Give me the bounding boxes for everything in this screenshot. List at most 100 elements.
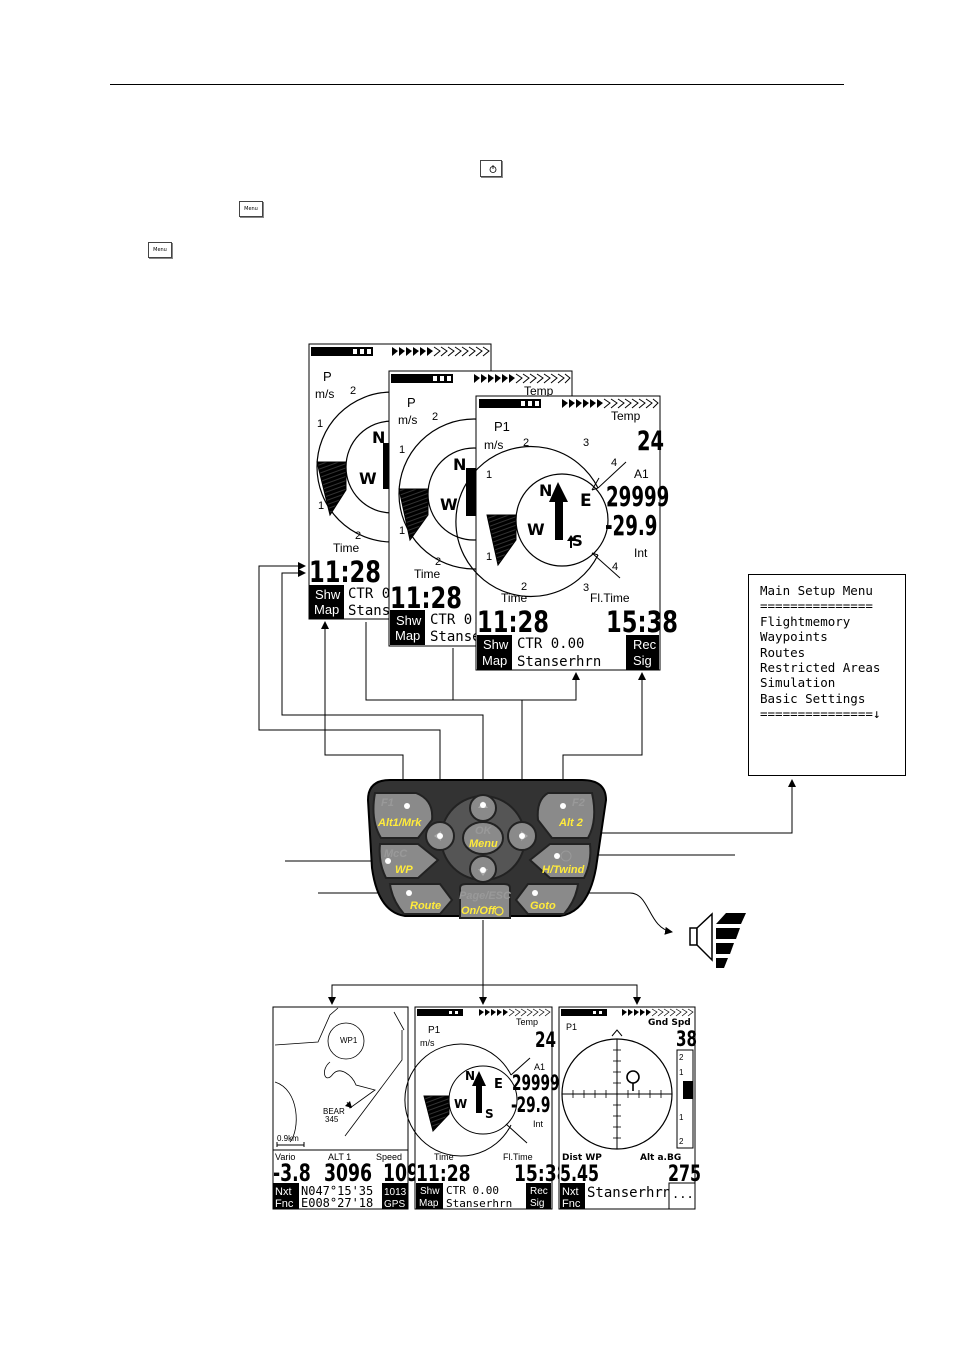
compass-n: N <box>453 455 466 474</box>
waypoint-label: WP1 <box>340 1036 358 1045</box>
f1-key[interactable]: F1 Alt1/Mrk <box>372 792 434 839</box>
wp-key[interactable]: McC WP <box>378 843 440 879</box>
nxt-label: Nxt <box>275 1186 292 1198</box>
hwind-key[interactable]: H/Twind <box>528 843 592 879</box>
bear-label: BEAR <box>323 1107 345 1116</box>
route-label: Route <box>410 900 441 912</box>
power-symbol-icon <box>494 906 504 916</box>
menu-rule-bottom: ===============↓ <box>760 706 881 722</box>
scale-label-2b: 2 <box>521 581 527 593</box>
unit-label: m/s <box>484 438 503 452</box>
rec-label: Rec <box>633 637 657 652</box>
menu-item-routes[interactable]: Routes <box>760 644 806 660</box>
keypad: F1 Alt1/Mrk F2 Alt 2 McC WP H/Twind Rout… <box>366 779 608 919</box>
menu-item-waypoints[interactable]: Waypoints <box>760 629 828 645</box>
menu-item-restricted-areas[interactable]: Restricted Areas <box>760 660 881 676</box>
scale-label-1: 1 <box>399 444 405 456</box>
temp-label: Temp <box>516 1017 538 1027</box>
unit-label: m/s <box>315 387 334 401</box>
scale-label: 0.9km <box>277 1134 299 1143</box>
f2-key[interactable]: F2 Alt 2 <box>536 792 596 839</box>
temp-value: 24 <box>535 1029 556 1053</box>
compass-s: S <box>572 532 583 550</box>
scale-label-4: 4 <box>611 457 617 469</box>
alt2-label: Alt 2 <box>558 817 583 829</box>
vario-value: -29.9 <box>605 509 657 542</box>
scale-label-3b: 3 <box>583 582 589 594</box>
menu-item-basic-settings[interactable]: Basic Settings <box>760 690 866 706</box>
dist-wp-value: 5.45 <box>560 1160 599 1186</box>
fltime-label: Fl.Time <box>590 591 630 605</box>
time-value: 11:28 <box>309 556 381 589</box>
map-label: Map <box>482 653 507 668</box>
profile-label: P <box>323 369 332 384</box>
route-key[interactable]: Route <box>388 883 454 915</box>
side-scale-2: 2 <box>679 1053 684 1062</box>
pressure-value: 1013 <box>384 1187 407 1198</box>
temp-label: Temp <box>611 409 641 423</box>
fltime-label: Fl.Time <box>503 1152 533 1162</box>
scale-label-2b: 2 <box>435 556 441 568</box>
menu-item-simulation[interactable]: Simulation <box>760 675 836 691</box>
time-label: Time <box>333 541 360 555</box>
altitude-value: 29999 <box>606 480 669 513</box>
speed-label: Speed <box>376 1152 402 1162</box>
scale-label-3: 3 <box>583 437 589 449</box>
f1-label: F1 <box>381 797 394 809</box>
ctr-label: CTR 0.00 <box>446 1184 499 1197</box>
shw-label: Shw <box>420 1186 440 1197</box>
place-label: Stanserhrn <box>446 1197 512 1210</box>
altitude-value: 29999 <box>512 1072 559 1096</box>
scale-label-1: 1 <box>317 418 323 430</box>
compass-w: W <box>527 520 545 539</box>
onoff-key[interactable]: Page/ESC On/Off <box>459 883 512 919</box>
onoff-label: On/Off <box>461 905 496 917</box>
page-esc-label: Page/ESC <box>459 890 512 902</box>
more-dots: ... <box>672 1187 694 1201</box>
temp-value: 24 <box>637 425 664 457</box>
power-symbol-icon <box>489 165 497 173</box>
time-value: 11:28 <box>416 1161 471 1187</box>
shw-label: Shw <box>315 587 341 602</box>
battery-bar-icon <box>391 374 453 383</box>
goto-key[interactable]: Goto <box>514 883 580 915</box>
unit-label: m/s <box>420 1038 435 1048</box>
wp-label: WP <box>395 864 413 876</box>
menu-key-icon-2: Menu <box>148 242 172 258</box>
ctr-label: CTR 0.00 <box>517 636 584 652</box>
gnd-spd-value: 38 <box>676 1028 697 1052</box>
map-label: Map <box>419 1198 439 1209</box>
scale-label-2: 2 <box>350 385 356 397</box>
battery-bar-icon <box>417 1009 463 1016</box>
profile-label: P1 <box>566 1022 577 1032</box>
wind-arrow-icon <box>567 535 575 548</box>
compass-n: N <box>465 1069 475 1083</box>
signal-arrows-icon <box>622 1008 694 1017</box>
place-label: Stanserhrn <box>517 654 601 670</box>
vario-value: -29.9 <box>511 1094 550 1118</box>
mcc-label: McC <box>384 848 408 860</box>
thermal-icon <box>626 1070 640 1091</box>
unit-label: m/s <box>398 413 417 427</box>
sig-label: Sig <box>633 653 652 668</box>
side-scale-1: 1 <box>679 1068 684 1077</box>
hwind-label: H/Twind <box>542 864 585 876</box>
compass-n: N <box>372 428 385 447</box>
scale-label-2: 2 <box>432 411 438 423</box>
gnd-spd-label: Gnd Spd <box>648 1018 691 1028</box>
signal-arrows-icon <box>479 1008 551 1017</box>
alt-abg-label: Alt a.BG <box>640 1153 681 1163</box>
longitude: E008°27'18 <box>301 1196 373 1210</box>
int-label: Int <box>533 1119 544 1129</box>
compass-e: E <box>580 491 592 511</box>
speed-value: 109 <box>383 1159 419 1187</box>
menu-key-icon: Menu <box>239 201 263 217</box>
map-screen: WP1 BEAR 345 0.9km Vario ALT 1 Speed -3.… <box>272 1006 419 1210</box>
menu-item-flightmemory[interactable]: Flightmemory <box>760 613 851 629</box>
ok-menu-key[interactable]: OK Menu <box>462 821 504 855</box>
map-label: Map <box>395 628 420 643</box>
place-label: Stanserhrn <box>587 1185 671 1201</box>
vario-value: -3.8 <box>273 1159 311 1187</box>
speaker-icon <box>689 912 746 968</box>
header-rule <box>110 84 844 85</box>
